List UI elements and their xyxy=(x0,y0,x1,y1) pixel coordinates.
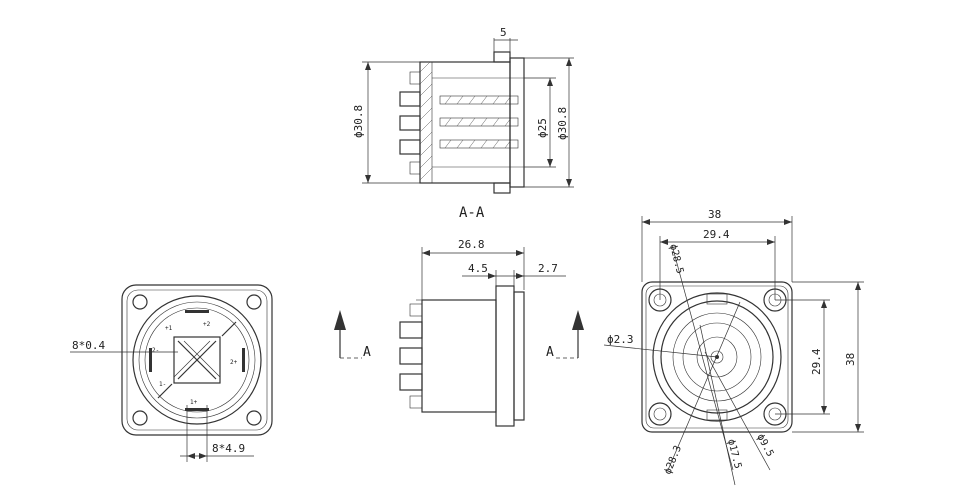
rear-dim-d-17-5: ϕ17.5 xyxy=(725,438,743,470)
section-marker-left: A xyxy=(334,310,371,360)
section-terminals xyxy=(399,71,421,175)
rear-dim-width: 38 xyxy=(708,208,721,221)
section-dim-inner-dia: ϕ25 xyxy=(536,118,549,138)
rear-dim-hole-spacing-v: 29.4 xyxy=(810,348,823,375)
front-dim-slot: 8*0.4 xyxy=(72,339,105,352)
rear-dim-height: 38 xyxy=(844,353,857,366)
rear-dim-hole-spacing-h: 29.4 xyxy=(703,228,730,241)
section-contacts xyxy=(439,95,519,149)
section-dim-left-dia: ϕ30.8 xyxy=(352,105,365,138)
section-view: ϕ30.8 xyxy=(352,26,574,221)
front-cross-slot xyxy=(173,336,221,384)
section-marker-right-label: A xyxy=(546,345,554,360)
pin-label-1: +1 xyxy=(165,325,173,332)
section-flange xyxy=(509,57,525,188)
section-dim-top: 5 xyxy=(500,26,507,39)
side-dim-middle: 4.5 xyxy=(468,262,488,275)
side-body xyxy=(421,299,497,413)
side-dim-overall: 26.8 xyxy=(458,238,485,251)
pin-label-4: 2- xyxy=(152,347,159,354)
front-flange xyxy=(121,284,273,436)
section-caption: A-A xyxy=(459,205,485,221)
rear-dim-d-28-3: ϕ28.3 xyxy=(663,444,684,476)
pin-label-2: 2+ xyxy=(230,359,238,366)
rear-flange xyxy=(641,281,793,433)
section-marker-left-label: A xyxy=(363,345,371,360)
front-dim-slot-spacing: 8*4.9 xyxy=(212,442,245,455)
section-housing xyxy=(419,61,511,184)
pin-label-3: 1- xyxy=(159,381,166,388)
rear-dim-d-2-3: ϕ2.3 xyxy=(607,333,634,346)
side-flange xyxy=(495,285,515,427)
section-marker-right: A xyxy=(546,310,584,360)
side-dim-flange: 2.7 xyxy=(538,262,558,275)
front-view: +2 +1 2+ 1- 2- 1+ 8*0.4 8*4.9 xyxy=(70,284,273,462)
section-dim-right-dia: ϕ30.8 xyxy=(556,107,569,140)
side-view: 26.8 4.5 2.7 A A xyxy=(334,238,584,427)
rear-dim-d-28-5: ϕ28.5 xyxy=(667,243,685,275)
rear-dim-d-9-5: ϕ9.5 xyxy=(754,432,775,458)
pin-label-5: 1+ xyxy=(190,399,198,406)
pin-label-0: +2 xyxy=(203,321,211,328)
rear-view: 38 29.4 29.4 38 ϕ28.5 ϕ2.3 ϕ28.3 ϕ17.5 ϕ… xyxy=(603,208,864,486)
section-hatch-left xyxy=(419,61,433,181)
